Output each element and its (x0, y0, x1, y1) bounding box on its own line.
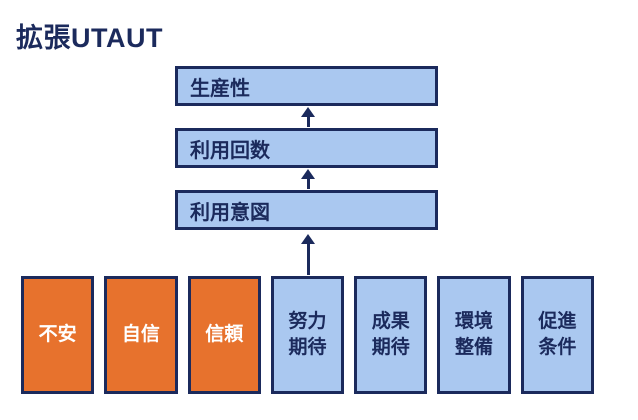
node-usage-count-label: 利用回数 (190, 139, 270, 162)
node-usage-intention-label: 利用意図 (190, 201, 270, 224)
node-productivity: 生産性 (175, 66, 438, 106)
arrowhead-icon (301, 234, 315, 244)
node-performance-expectancy: 成果 期待 (354, 276, 428, 394)
arrow-up-factors-to-intention-icon (300, 234, 316, 275)
arrow-up-frequency-to-productivity-icon (300, 107, 316, 127)
node-usage-count: 利用回数 (175, 128, 438, 168)
arrowhead-icon (301, 169, 315, 179)
node-effort-expectancy: 努力 期待 (270, 276, 345, 394)
node-self-confidence: 自信 (104, 276, 178, 394)
node-productivity-label: 生産性 (190, 77, 250, 100)
arrow-stem (306, 179, 310, 189)
arrow-stem (306, 244, 310, 275)
arrow-up-intention-to-frequency-icon (300, 169, 316, 189)
page-title: 拡張UTAUT (16, 23, 163, 53)
factor-row: 不安 自信 信頼 努力 期待 成果 期待 環境 整備 促進 条件 (21, 276, 594, 394)
node-facilitating-conditions: 促進 条件 (520, 276, 594, 394)
node-anxiety: 不安 (21, 276, 95, 394)
arrowhead-icon (301, 107, 315, 117)
node-usage-intention: 利用意図 (175, 190, 438, 230)
node-environment-readiness: 環境 整備 (437, 276, 511, 394)
node-trust: 信頼 (187, 276, 261, 394)
arrow-stem (306, 117, 310, 127)
